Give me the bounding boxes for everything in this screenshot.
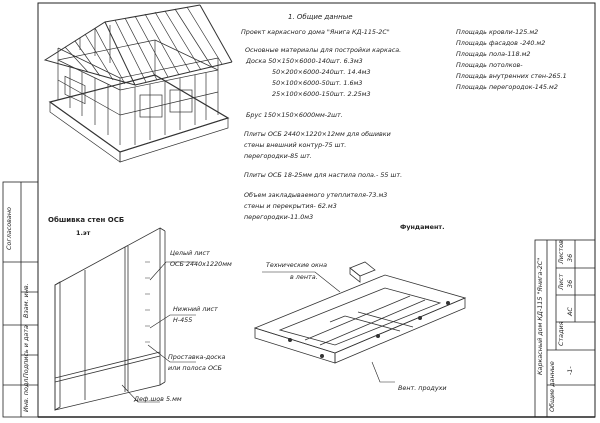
- insulation-line: перегородки-11.0м3: [244, 213, 314, 221]
- foundation-label: Технические окна: [266, 261, 328, 269]
- stamp-inv-orig: Инв. подл.: [22, 376, 30, 412]
- osb-line: стены внешний контур-75 шт.: [244, 141, 347, 149]
- materials-line: Доска 50×150×6000-140шт. 6.3м3: [246, 57, 363, 65]
- osb-label: или полоса ОСБ: [168, 364, 222, 372]
- house-frame-drawing: [43, 4, 233, 163]
- stamp-sign-date: Подпись и дата: [22, 325, 30, 378]
- materials-line: 50×200×6000-240шт. 14.4м3: [272, 68, 371, 76]
- materials-heading: Основные материалы для постройки каркаса…: [245, 46, 402, 54]
- osb-line: перегородки-85 шт.: [244, 152, 312, 160]
- osb-panel-drawing: [54, 227, 166, 411]
- col-header-sheet: Лист: [557, 273, 565, 290]
- area-line: Площадь перегородок-145.м2: [456, 83, 558, 91]
- col-value-stage: АС: [566, 307, 574, 316]
- area-line: Площадь внутренних стен-265.1: [456, 72, 567, 80]
- materials-line: 50×100×6000-50шт. 1.6м3: [272, 79, 363, 87]
- osb-label: ОСБ 2440х1220мм: [170, 260, 232, 268]
- col-header-stage: Стадия: [557, 321, 565, 346]
- insulation-line: Объем закладываемого утеплителя-73.м3: [244, 191, 388, 199]
- foundation-leaders: [262, 271, 395, 383]
- section-title: 1. Общие данные: [288, 13, 353, 21]
- osb-leaders: [121, 261, 196, 403]
- materials-line: 25×100×6000-150шт. 2.25м3: [272, 90, 371, 98]
- osb-panel-title: Обшивка стен ОСБ: [48, 216, 125, 224]
- osb-label: Н-455: [173, 316, 193, 324]
- foundation-title: Фундамент.: [400, 223, 445, 231]
- drawing-code: Каркасный дом КД-115 "Янига-2С": [536, 257, 544, 375]
- osb-line: Плиты ОСБ 2440×1220×12мм для обшивки: [244, 130, 391, 138]
- col-value-sheet: 36: [566, 279, 574, 288]
- col-value-sheets: 36: [566, 253, 574, 262]
- foundation-label: Вент. продухи: [398, 384, 447, 392]
- osb-panel-subtitle: 1.эт: [76, 229, 91, 237]
- beam-line: Брус 150×150×6000мм-2шт.: [246, 111, 343, 119]
- col-header-sheets: Листов: [557, 240, 565, 264]
- area-line: Площадь фасадов -240.м2: [456, 39, 546, 47]
- stamp-inv-no: Взам. инв.: [22, 283, 30, 318]
- foundation-drawing: [253, 261, 467, 364]
- osb-label: Целый лист: [170, 249, 210, 257]
- osb-label: Проставка-доска: [168, 353, 226, 361]
- sheet-mark: -1-: [566, 366, 574, 375]
- foundation-label: в лента.: [290, 273, 318, 281]
- area-line: Площадь кровли-125.м2: [456, 28, 539, 36]
- project-title: Проект каркасного дома "Янига КД-115-2С": [241, 28, 390, 36]
- osb-label: Нижний лист: [173, 305, 218, 313]
- insulation-line: стены и перекрытия- 62.м3: [244, 202, 337, 210]
- sheet-name: Общие данные: [548, 361, 556, 412]
- left-stamp: [2, 181, 39, 418]
- title-block: [534, 239, 596, 418]
- area-line: Площадь пола-118.м2: [456, 50, 531, 58]
- area-line: Площадь потолков-: [456, 61, 523, 69]
- floor-osb-line: Плиты ОСБ 18-25мм для настила пола.- 55 …: [244, 171, 403, 179]
- osb-label: Деф.шов 5.мм: [134, 395, 182, 403]
- stamp-agreed: Согласовано: [5, 207, 13, 250]
